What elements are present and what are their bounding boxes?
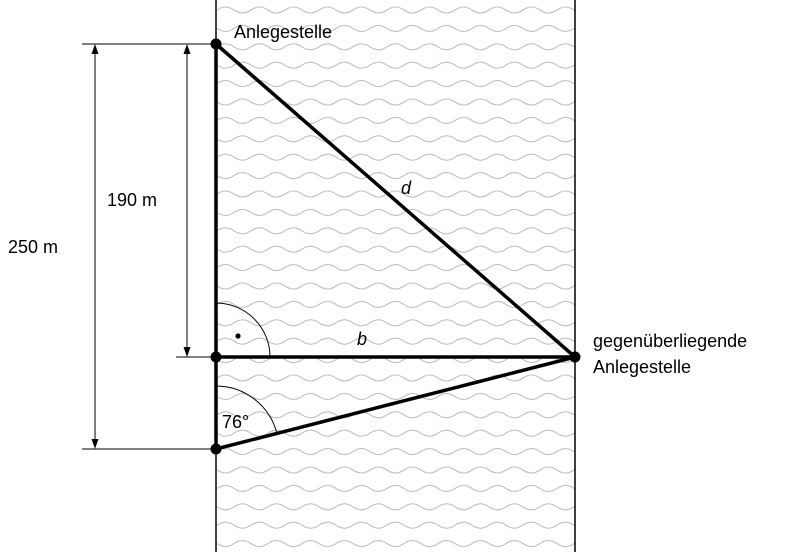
point-foot xyxy=(210,351,222,363)
label-angle-76: 76° xyxy=(222,412,249,432)
right-angle-arc xyxy=(215,302,271,358)
label-dim-250: 250 m xyxy=(8,237,58,257)
wave-row xyxy=(217,319,575,327)
wave-row xyxy=(217,61,575,69)
segment-lower xyxy=(215,355,576,451)
water-waves xyxy=(217,6,575,548)
wave-row xyxy=(217,503,575,511)
wave-row xyxy=(217,411,575,419)
label-side-d: d xyxy=(401,178,412,198)
wave-row xyxy=(217,540,575,548)
wave-row xyxy=(217,80,575,88)
right-angle-dot xyxy=(235,333,241,339)
wave-row xyxy=(217,98,575,106)
label-dim-190: 190 m xyxy=(107,190,157,210)
segment-d xyxy=(214,42,577,359)
wave-row xyxy=(217,448,575,456)
wave-row xyxy=(217,264,575,272)
label-opposite-pier-line1: gegenüberliegende xyxy=(593,331,747,351)
wave-row xyxy=(217,466,575,474)
wave-row xyxy=(217,245,575,253)
wave-row xyxy=(217,6,575,14)
wave-row xyxy=(217,300,575,308)
wave-row xyxy=(217,116,575,124)
wave-row xyxy=(217,172,575,180)
wave-row xyxy=(217,153,575,161)
angle-76-arc xyxy=(215,385,278,434)
wave-row xyxy=(217,392,575,400)
dimension-190 xyxy=(183,44,191,357)
wave-row xyxy=(217,227,575,235)
label-side-b: b xyxy=(357,329,367,349)
point-top-pier xyxy=(210,38,222,50)
dimension-250 xyxy=(91,44,99,449)
wave-row xyxy=(217,337,575,345)
point-bottom xyxy=(210,443,222,455)
wave-row xyxy=(217,282,575,290)
wave-row xyxy=(217,521,575,529)
label-top-pier: Anlegestelle xyxy=(234,22,332,42)
wave-row xyxy=(217,43,575,51)
wave-row xyxy=(217,484,575,492)
wave-row xyxy=(217,374,575,382)
wave-row xyxy=(217,24,575,32)
wave-row xyxy=(217,208,575,216)
point-opposite-pier xyxy=(569,351,581,363)
label-opposite-pier-line2: Anlegestelle xyxy=(593,357,691,377)
wave-row xyxy=(217,429,575,437)
wave-row xyxy=(217,135,575,143)
